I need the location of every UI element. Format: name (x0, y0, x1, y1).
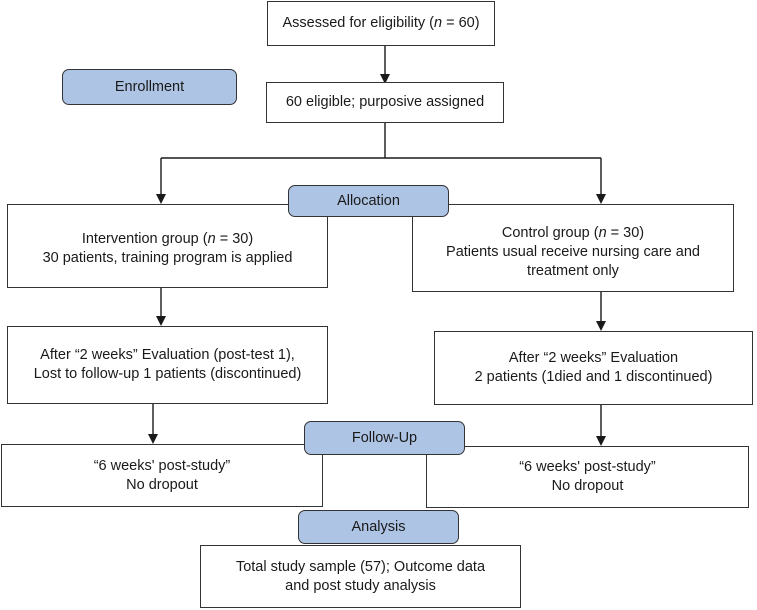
intervention-eval-line-2: Lost to follow-up 1 patients (discontinu… (33, 366, 302, 382)
control-group-box: Control group (n = 30) Patients usual re… (412, 204, 734, 292)
intervention-post-line-1: “6 weeks' post-study” (93, 457, 231, 474)
control-eval-box: After “2 weeks” Evaluation 2 patients (1… (434, 331, 753, 405)
control-post-line-2: No dropout (551, 478, 624, 494)
intervention-post-box: “6 weeks' post-study” No dropout (1, 444, 323, 507)
control-group-detail-1: Patients usual receive nursing care and (446, 243, 700, 260)
control-eval-line-2: 2 patients (1died and 1 discontinued) (474, 369, 713, 385)
stage-enrollment: Enrollment (62, 69, 237, 105)
control-post-line-1: “6 weeks' post-study” (519, 459, 656, 475)
stage-analysis-label: Analysis (351, 519, 406, 535)
assessed-box: Assessed for eligibility (n = 60) (267, 1, 495, 46)
intervention-group-detail: 30 patients, training program is applied (42, 250, 293, 266)
intervention-eval-box: After “2 weeks” Evaluation (post-test 1)… (7, 326, 328, 404)
control-post-box: “6 weeks' post-study” No dropout (426, 446, 749, 508)
total-sample-line-1: Total study sample (57); Outcome data (235, 558, 486, 575)
stage-follow-up: Follow-Up (304, 421, 465, 455)
total-sample-line-2: and post study analysis (285, 577, 436, 594)
intervention-eval-line-1: After “2 weeks” Evaluation (post-test 1)… (40, 347, 295, 363)
stage-allocation: Allocation (288, 185, 449, 217)
total-sample-box: Total study sample (57); Outcome data an… (200, 545, 521, 608)
eligible-text: 60 eligible; purposive assigned (285, 94, 485, 110)
stage-analysis: Analysis (298, 510, 459, 544)
stage-enrollment-label: Enrollment (114, 79, 185, 95)
stage-allocation-label: Allocation (337, 193, 400, 209)
intervention-group-title: Intervention group (n = 30) (81, 231, 254, 247)
intervention-post-line-2: No dropout (126, 476, 198, 493)
control-group-title: Control group (n = 30) (501, 224, 645, 241)
intervention-group-box: Intervention group (n = 30) 30 patients,… (7, 204, 328, 288)
assessed-text: Assessed for eligibility (n = 60) (282, 15, 480, 31)
control-group-detail-2: treatment only (527, 262, 619, 279)
stage-follow-up-label: Follow-Up (351, 430, 418, 446)
control-eval-line-1: After “2 weeks” Evaluation (508, 350, 679, 366)
eligible-box: 60 eligible; purposive assigned (266, 82, 504, 123)
